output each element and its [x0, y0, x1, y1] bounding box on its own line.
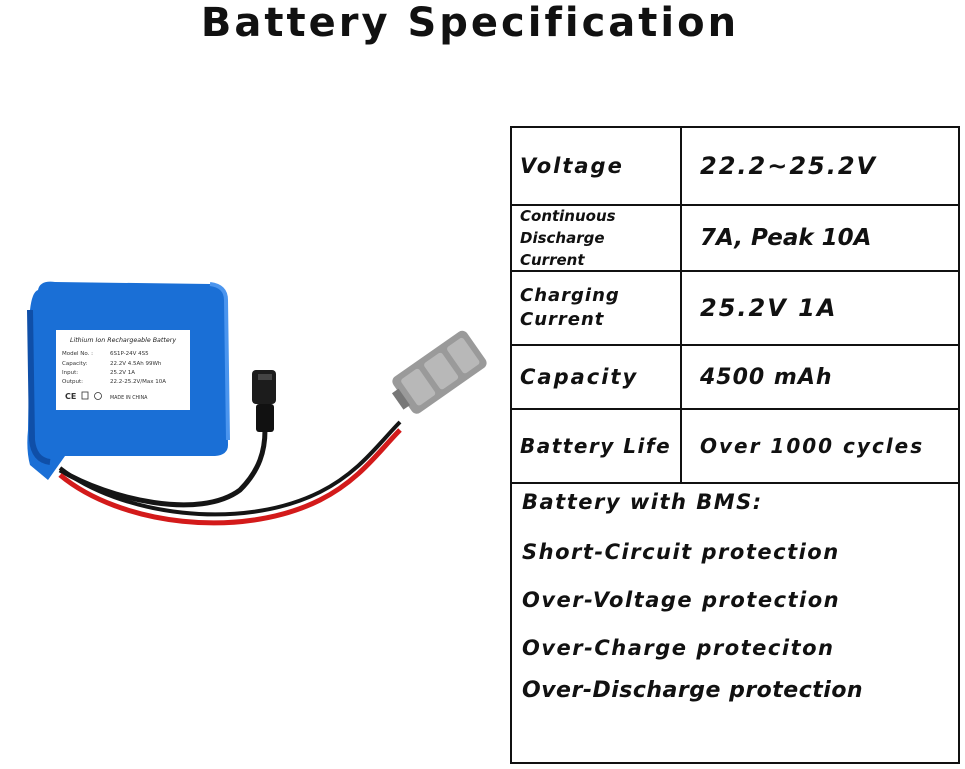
label-heading: Lithium Ion Rechargeable Battery — [70, 336, 176, 344]
spec-row-battery-life: Battery Life Over 1000 cycles — [512, 410, 958, 484]
red-wire — [58, 428, 402, 526]
spec-value: 22.2~25.2V — [700, 152, 878, 180]
label-output-key: Output: — [62, 379, 83, 385]
black-wire — [58, 429, 268, 508]
spec-key: Capacity — [512, 346, 682, 408]
bms-heading: Battery with BMS: — [522, 490, 763, 514]
spec-key: Charging Current — [512, 272, 682, 344]
spec-key: Voltage — [512, 128, 682, 204]
label-input-val: 25.2V 1A — [110, 370, 135, 376]
spec-row-capacity: Capacity 4500 mAh — [512, 346, 958, 410]
label-model-key: Model No. : — [62, 351, 93, 357]
spec-value: 4500 mAh — [700, 364, 833, 390]
label-capacity-key: Capacity: — [62, 361, 88, 367]
battery-photo: Lithium Ion Rechargeable Battery Model N… — [27, 281, 487, 526]
battery-label — [56, 330, 190, 410]
label-model-val: 6S1P-24V 4S5 — [110, 351, 149, 357]
spec-row-charging: Charging Current 25.2V 1A — [512, 272, 958, 346]
spec-value: 7A, Peak 10A — [700, 225, 872, 251]
grey-connector — [391, 330, 487, 414]
spec-value: Over 1000 cycles — [700, 434, 925, 458]
bms-item: Short-Circuit protection — [522, 540, 840, 564]
recycle-icon — [94, 392, 102, 400]
dc-jack-connector — [252, 370, 276, 432]
ce-mark-icon: CE — [65, 392, 76, 401]
bms-item: Over-Discharge protection — [522, 678, 864, 703]
page-title: Battery Specification — [200, 0, 740, 46]
spec-table: Voltage 22.2~25.2V Continuous Discharge … — [510, 126, 960, 764]
spec-value: 25.2V 1A — [700, 294, 838, 322]
spec-key: Battery Life — [512, 410, 682, 482]
bin-icon — [81, 391, 89, 400]
label-origin: MADE IN CHINA — [110, 395, 148, 401]
spec-key: Continuous Discharge Current — [512, 206, 682, 270]
label-capacity-val: 22.2V 4.5Ah 99Wh — [110, 361, 162, 367]
spec-row-voltage: Voltage 22.2~25.2V — [512, 128, 958, 206]
bms-item: Over-Voltage protection — [522, 588, 841, 612]
spec-row-discharge: Continuous Discharge Current 7A, Peak 10… — [512, 206, 958, 272]
bms-item: Over-Charge proteciton — [522, 636, 835, 660]
label-input-key: Input: — [62, 370, 78, 376]
label-output-val: 22.2-25.2V/Max 10A — [110, 379, 166, 385]
